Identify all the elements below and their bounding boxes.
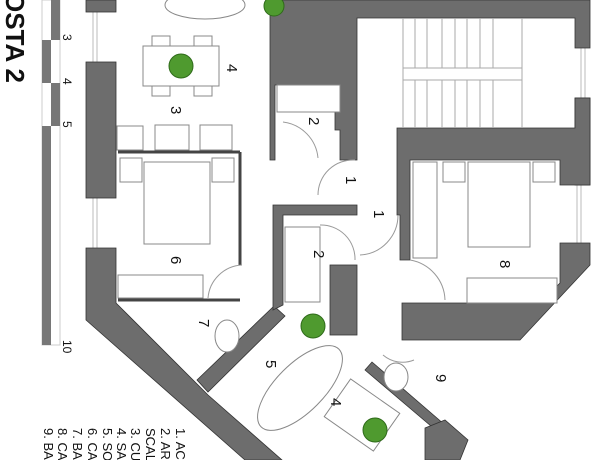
room-label-1-b: 1	[370, 210, 387, 218]
scale-tick-3: 3	[60, 34, 74, 41]
legend-item: 1. ACC	[173, 428, 188, 460]
room-label-6: 6	[167, 256, 184, 264]
legend-item: 6. CA	[85, 428, 100, 460]
room-label-4-top: 4	[223, 64, 240, 72]
scale-bar	[41, 0, 61, 346]
scale-tick-10: 10	[60, 340, 74, 354]
legend-item: 3. CU	[128, 428, 143, 460]
legend-item: 7. BAC	[70, 428, 85, 460]
plant-icon	[263, 0, 285, 17]
plant-icon	[300, 313, 326, 339]
room-label-2-mid: 2	[310, 250, 327, 258]
plant-icon	[362, 417, 388, 443]
walls	[85, 0, 591, 460]
staircase	[402, 18, 523, 128]
legend: 1. ACC 2. ARM SCAL 3. CU 4. SAL 5. SO 6.…	[41, 428, 188, 460]
room-label-3: 3	[167, 106, 184, 114]
room-label-1-a: 1	[342, 176, 359, 184]
plan-title: OSTA 2	[0, 0, 30, 83]
legend-item: 4. SAL	[114, 428, 129, 460]
room-label-8: 8	[496, 260, 513, 268]
furniture	[116, 0, 558, 452]
scale-tick-4: 4	[60, 78, 74, 85]
scale-tick-5: 5	[60, 121, 74, 128]
legend-item: 5. SO	[100, 428, 115, 460]
plant-icon	[168, 53, 194, 79]
doors	[207, 121, 446, 363]
room-label-5: 5	[262, 360, 279, 368]
legend-item: SCAL	[143, 428, 158, 460]
room-label-7: 7	[195, 319, 212, 327]
legend-item: 8. CAM	[55, 428, 70, 460]
room-label-9: 9	[432, 374, 449, 382]
legend-item: 9. BAC	[41, 428, 56, 460]
room-label-4-bottom: 4	[327, 398, 344, 406]
legend-item: 2. ARM	[158, 428, 173, 460]
room-label-2-top: 2	[305, 117, 322, 125]
